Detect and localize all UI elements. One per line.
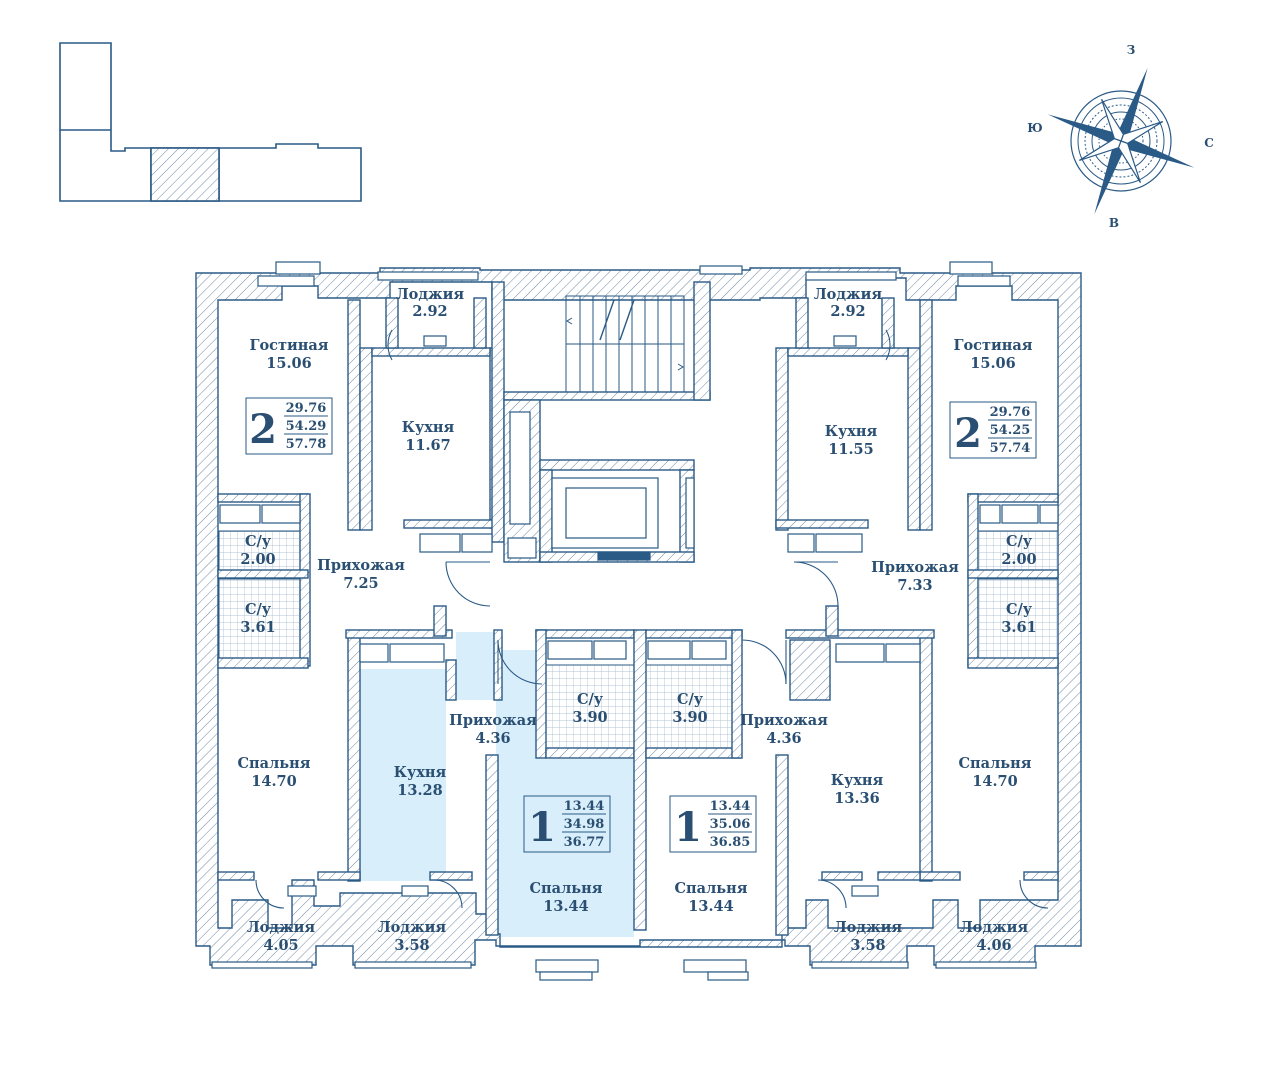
- compass-label-w: Ю: [1027, 121, 1042, 135]
- room-area: 4.36: [766, 730, 801, 747]
- room-name: С/у: [245, 601, 272, 618]
- room-name: Лоджия: [396, 286, 465, 303]
- room-area: 13.44: [543, 898, 588, 915]
- room-name: Лоджия: [834, 919, 903, 936]
- unit-mid1r: 1 13.44 35.06 36.85: [669, 795, 757, 853]
- compass-label-n: З: [1127, 43, 1136, 57]
- room-name: С/у: [245, 533, 272, 550]
- unit-area-loggia: 36.85: [710, 835, 751, 850]
- room-area: 7.33: [897, 577, 932, 594]
- unit-area-total: 54.25: [990, 423, 1031, 438]
- windows: [211, 261, 1037, 981]
- room-name: Спальня: [675, 880, 748, 897]
- room-area: 15.06: [970, 355, 1015, 372]
- room-name: С/у: [1006, 601, 1033, 618]
- unit-area-living: 13.44: [710, 799, 751, 814]
- unit-right2: 2 29.76 54.25 57.74: [949, 401, 1037, 459]
- unit-area-loggia: 36.77: [564, 835, 605, 850]
- compass-label-s: В: [1109, 216, 1119, 230]
- compass-label-e: С: [1204, 136, 1214, 150]
- room-name: Лоджия: [378, 919, 447, 936]
- room-name: Кухня: [831, 772, 884, 789]
- room-area: 13.44: [688, 898, 733, 915]
- key-plan-current-section: [150, 147, 220, 202]
- unit-rooms: 2: [954, 410, 982, 457]
- room-area: 13.36: [834, 790, 879, 807]
- room-area: 4.06: [976, 937, 1011, 954]
- room-name: Спальня: [238, 755, 311, 772]
- unit-area-loggia: 57.78: [286, 437, 327, 452]
- room-area: 4.36: [475, 730, 510, 747]
- staircase: [565, 295, 685, 393]
- key-plan: [59, 42, 362, 202]
- unit-area-living: 13.44: [564, 799, 605, 814]
- unit-mid1l: 1 13.44 34.98 36.77: [523, 795, 611, 853]
- room-area: 3.58: [394, 937, 429, 954]
- room-name: Лоджия: [960, 919, 1029, 936]
- room-area: 2.00: [1001, 551, 1036, 568]
- unit-left2: 2 29.76 54.29 57.78: [245, 397, 333, 455]
- room-area: 15.06: [266, 355, 311, 372]
- unit-area-loggia: 57.74: [990, 441, 1031, 456]
- room-area: 3.90: [572, 709, 607, 726]
- room-area: 13.28: [397, 782, 442, 799]
- unit-rooms: 1: [674, 804, 702, 851]
- room-name: Прихожая: [871, 559, 959, 576]
- room-name: Спальня: [530, 880, 603, 897]
- room-area: 3.90: [672, 709, 707, 726]
- compass-rose: З В Ю С: [1027, 43, 1214, 230]
- room-area: 7.25: [343, 575, 378, 592]
- room-name: Кухня: [394, 764, 447, 781]
- unit-rooms: 1: [528, 804, 556, 851]
- room-name: Прихожая: [317, 557, 405, 574]
- room-name: Прихожая: [449, 712, 537, 729]
- walls: [195, 267, 1082, 966]
- room-name: Кухня: [402, 419, 455, 436]
- room-name: С/у: [677, 691, 704, 708]
- room-area: 3.61: [1001, 619, 1036, 636]
- room-name: Гостиная: [250, 337, 329, 354]
- room-name: Лоджия: [814, 286, 883, 303]
- room-name: Гостиная: [954, 337, 1033, 354]
- fixtures: [219, 411, 1059, 663]
- room-area: 3.58: [850, 937, 885, 954]
- room-area: 2.92: [830, 303, 865, 320]
- doors: [255, 329, 1049, 909]
- room-area: 11.55: [828, 441, 873, 458]
- room-name: С/у: [1006, 533, 1033, 550]
- room-area: 14.70: [972, 773, 1017, 790]
- room-area: 3.61: [240, 619, 275, 636]
- room-name: Кухня: [825, 423, 878, 440]
- room-area: 14.70: [251, 773, 296, 790]
- room-name: С/у: [577, 691, 604, 708]
- room-area: 2.00: [240, 551, 275, 568]
- unit-area-total: 34.98: [564, 817, 605, 832]
- room-name: Прихожая: [740, 712, 828, 729]
- room-name: Спальня: [959, 755, 1032, 772]
- room-name: Лоджия: [247, 919, 316, 936]
- room-area: 2.92: [412, 303, 447, 320]
- unit-area-total: 54.29: [286, 419, 327, 434]
- room-area: 11.67: [405, 437, 450, 454]
- room-area: 4.05: [263, 937, 298, 954]
- room-labels: Лоджия 2.92 Лоджия 2.92 Гостиная 15.06 Г…: [238, 286, 1037, 954]
- unit-area-living: 29.76: [990, 405, 1031, 420]
- unit-area-total: 35.06: [710, 817, 751, 832]
- bathroom-tiles: [218, 530, 1059, 749]
- unit-rooms: 2: [249, 406, 277, 453]
- unit-area-living: 29.76: [286, 401, 327, 416]
